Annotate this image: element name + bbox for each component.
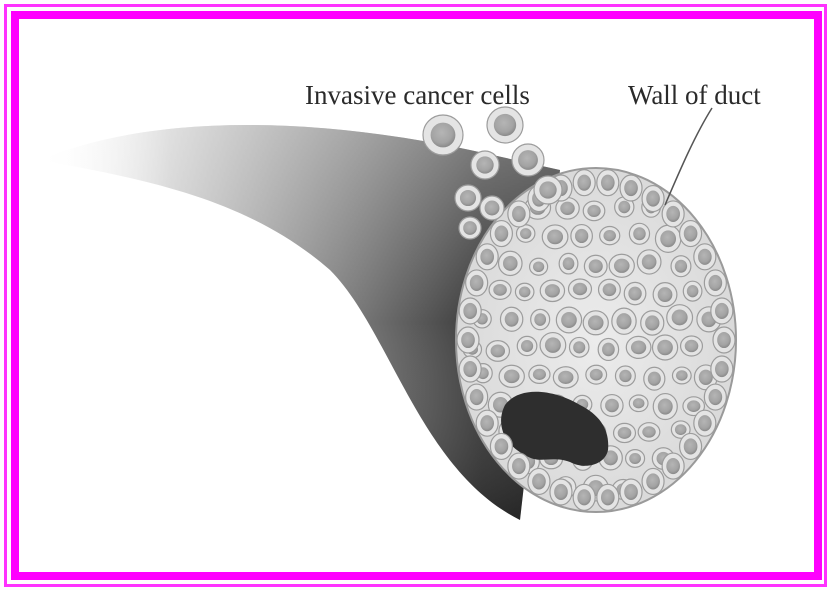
wall-cell <box>550 479 572 505</box>
tumor-cell <box>667 305 693 330</box>
wall-cell <box>642 186 664 212</box>
tumor-cell <box>540 280 564 302</box>
invasive-cell <box>471 151 499 179</box>
wall-cell <box>476 244 498 270</box>
wall-cell <box>704 270 726 296</box>
wall-cell <box>704 384 726 410</box>
tumor-cell <box>653 283 677 307</box>
tumor-cell <box>568 279 591 299</box>
invasive-cancer-cells-label: Invasive cancer cells <box>305 82 530 109</box>
invasive-cell <box>455 185 481 211</box>
tumor-cell <box>499 365 524 387</box>
wall-cell <box>490 221 512 247</box>
tumor-cell <box>671 256 691 277</box>
tumor-cell <box>599 279 621 300</box>
wall-cell <box>459 298 481 324</box>
tumor-cell <box>553 367 578 388</box>
tumor-cell <box>542 225 568 249</box>
tumor-cell <box>540 333 566 358</box>
wall-cell <box>508 201 530 227</box>
wall-cell <box>508 453 530 479</box>
invasive-cell <box>512 144 544 176</box>
tumor-cell <box>609 254 634 277</box>
tumor-cell <box>638 423 660 441</box>
tumor-cell <box>515 283 534 300</box>
tumor-cell <box>486 341 509 362</box>
tumor-cell <box>556 307 581 333</box>
tumor-cell <box>586 365 607 384</box>
wall-cell <box>662 453 684 479</box>
tumor-cell <box>499 251 522 275</box>
invasive-cell <box>487 107 523 143</box>
tumor-cell <box>584 255 607 277</box>
invasive-cell <box>534 176 562 204</box>
tumor-cell <box>530 258 548 275</box>
wall-cell <box>694 410 716 436</box>
tumor-cell <box>614 423 636 442</box>
invasive-cell <box>423 115 463 155</box>
wall-cell <box>490 433 512 459</box>
tumor-cell <box>601 395 623 417</box>
tumor-cell <box>653 394 677 420</box>
wall-cell <box>642 468 664 494</box>
wall-cell <box>573 170 595 196</box>
tumor-cell <box>681 336 703 356</box>
tumor-cell <box>559 253 578 274</box>
wall-cell <box>597 170 619 196</box>
tumor-cell <box>615 366 635 386</box>
tumor-cell <box>569 337 588 357</box>
tumor-cell <box>672 367 691 384</box>
tumor-cell <box>626 450 645 468</box>
tumor-cell <box>641 311 664 335</box>
tumor-cell <box>629 223 649 244</box>
invasive-cell <box>480 196 504 220</box>
wall-cell <box>620 175 642 201</box>
wall-cell <box>597 484 619 510</box>
wall-cell <box>694 244 716 270</box>
tumor-cell <box>517 336 537 355</box>
tumor-cell <box>655 225 680 252</box>
tumor-cell <box>637 250 661 274</box>
tumor-cell <box>626 336 651 358</box>
tumor-cell <box>489 280 511 299</box>
tumor-cell <box>612 308 636 334</box>
tumor-cell <box>583 311 608 335</box>
wall-cell <box>459 356 481 382</box>
tumor-cell <box>529 365 550 383</box>
tumor-cell <box>571 225 593 248</box>
tumor-cell <box>624 282 646 304</box>
wall-leader-line <box>665 108 712 205</box>
tumor-cell <box>500 307 522 331</box>
wall-cell <box>573 484 595 510</box>
tumor-cell <box>598 338 618 360</box>
tumor-cell <box>531 309 550 329</box>
wall-cell <box>476 410 498 436</box>
wall-cell <box>680 433 702 459</box>
wall-cell <box>680 221 702 247</box>
wall-cell <box>457 327 479 353</box>
tumor-cell <box>644 367 665 390</box>
tumor-cell <box>629 395 648 412</box>
tumor-cell <box>652 335 677 360</box>
wall-cell <box>711 298 733 324</box>
wall-cell <box>466 270 488 296</box>
tumor-cell <box>583 201 605 221</box>
wall-cell <box>466 384 488 410</box>
invasive-cell <box>459 217 481 239</box>
wall-cell <box>528 468 550 494</box>
wall-cell <box>713 327 735 353</box>
tumor-cell <box>600 226 620 244</box>
wall-cell <box>620 479 642 505</box>
wall-cell <box>711 356 733 382</box>
wall-of-duct-label: Wall of duct <box>628 82 761 109</box>
tumor-cell <box>683 281 702 301</box>
